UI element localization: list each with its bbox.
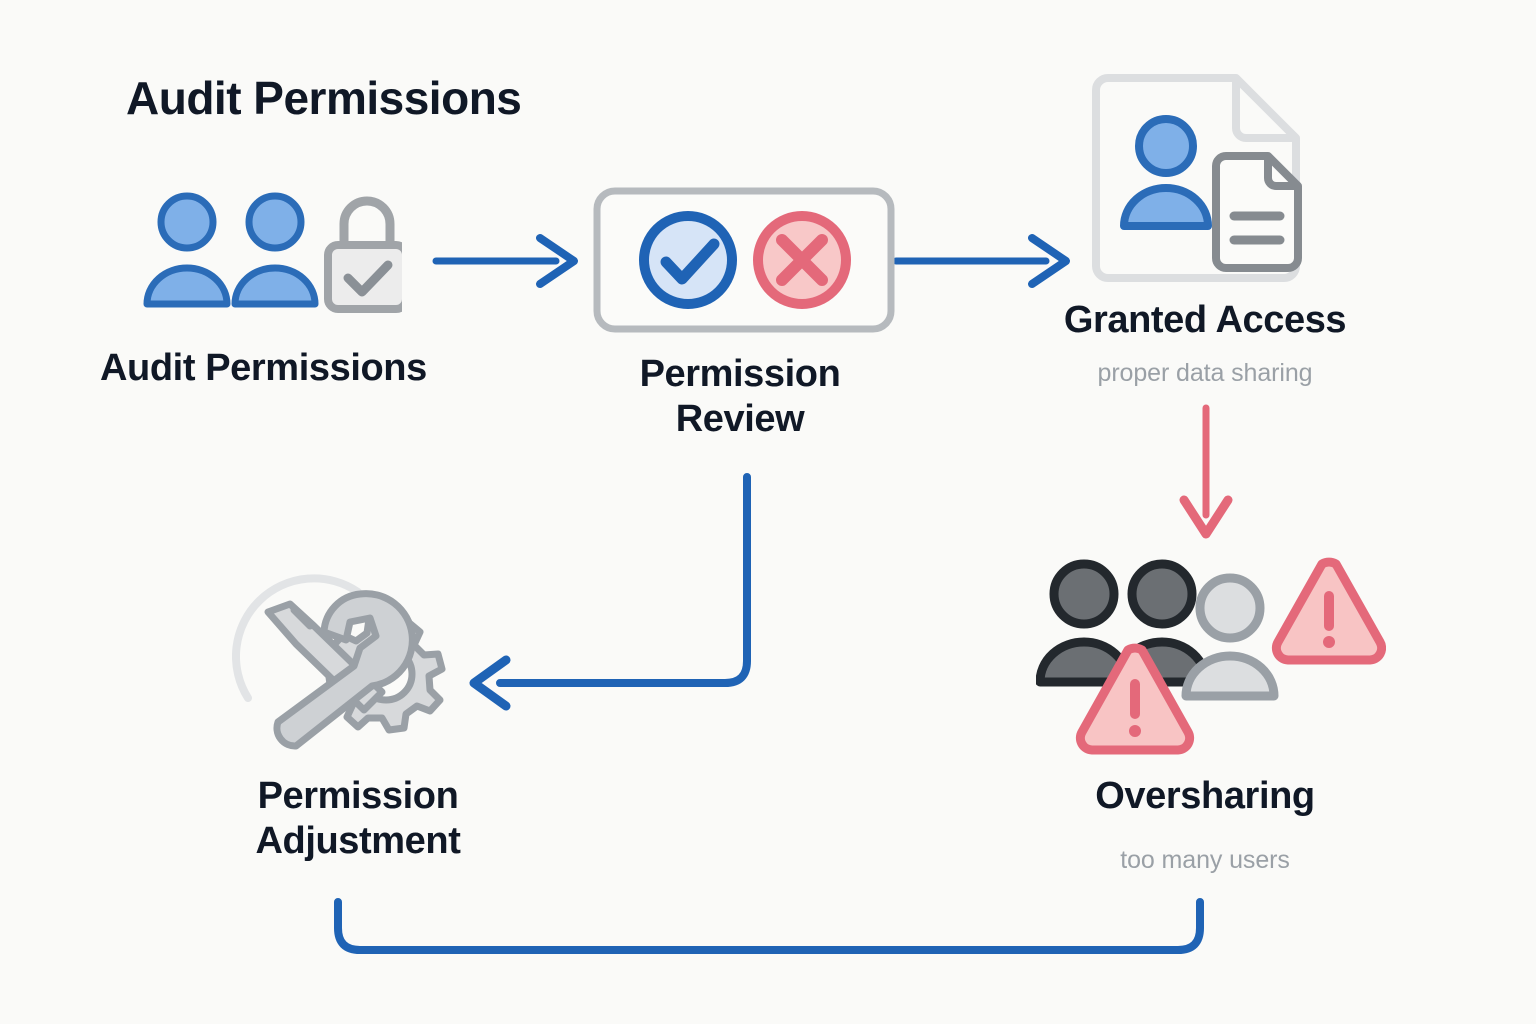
connector-review-to-granted xyxy=(892,234,1070,288)
approve-check-icon xyxy=(639,211,737,309)
reject-cross-icon xyxy=(753,211,851,309)
warning-triangle-icon-right xyxy=(1271,557,1386,665)
person-icon-1 xyxy=(143,192,231,308)
arc-decoration xyxy=(232,574,362,702)
users-lock-icon xyxy=(143,192,402,313)
document-icon-front xyxy=(1212,152,1302,272)
approve-reject-icon xyxy=(593,187,895,333)
node-label-granted-access: Granted Access xyxy=(1063,299,1347,341)
person-icon-2 xyxy=(231,192,319,308)
node-label-oversharing: Oversharing xyxy=(1095,775,1315,817)
person-icon-dark-1 xyxy=(1036,559,1133,687)
connector-granted-to-oversharing xyxy=(1179,404,1233,539)
wrench-icon xyxy=(273,590,416,750)
page-title: Audit Permissions xyxy=(126,72,522,124)
users-warning-icon xyxy=(1036,557,1386,755)
wrench-gear-icon xyxy=(232,574,446,750)
node-label-permission-adjustment: Permission Adjustment xyxy=(255,775,461,862)
document-outline-back xyxy=(1092,74,1300,282)
person-icon-light-3 xyxy=(1181,573,1279,701)
node-label-audit-permissions: Audit Permissions xyxy=(100,347,427,389)
node-sublabel-granted-access: proper data sharing xyxy=(1097,359,1313,387)
warning-triangle-icon-left xyxy=(1075,643,1195,755)
connector-review-to-adjustment xyxy=(469,473,751,711)
user-document-icon xyxy=(1092,74,1302,282)
lock-icon xyxy=(324,196,402,313)
node-label-permission-review: Permission Review xyxy=(639,353,841,440)
connector-bottom-loop xyxy=(334,898,1204,954)
connector-audit-to-review xyxy=(432,234,578,288)
node-sublabel-oversharing: too many users xyxy=(1120,846,1290,874)
person-icon xyxy=(1120,115,1212,230)
